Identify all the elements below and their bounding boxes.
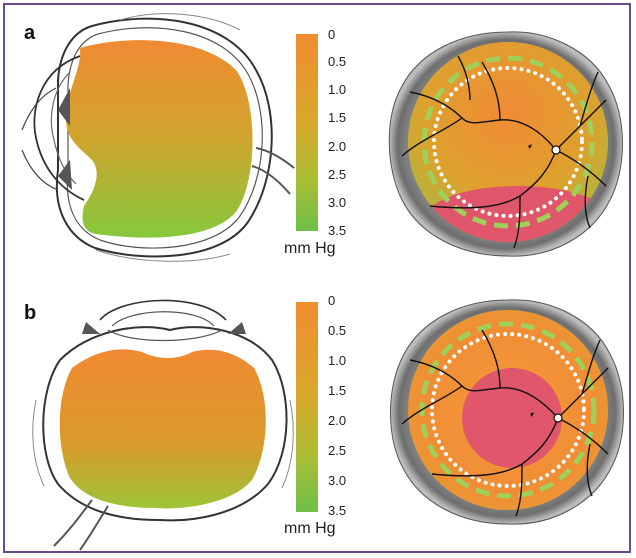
- scale-unit-b: mm Hg: [284, 520, 336, 537]
- panel-label-b: b: [24, 302, 37, 324]
- panel-label-a: a: [24, 22, 36, 44]
- pressure-scale-bar-b: [296, 302, 318, 512]
- scale-tick: 3.0: [328, 195, 347, 210]
- scale-tick: 1.5: [328, 110, 347, 125]
- fundus-view-b: [390, 299, 624, 525]
- scale-tick: 2.0: [328, 139, 347, 154]
- scale-unit-a: mm Hg: [284, 240, 336, 257]
- eye-section-b: [32, 299, 294, 551]
- scale-tick: 2.5: [328, 443, 347, 458]
- central-pressure-zone: [462, 368, 562, 468]
- eye-section-a: [21, 13, 295, 262]
- fundus-view-a: [388, 31, 623, 257]
- scale-tick: 2.5: [328, 167, 347, 182]
- scale-tick: 1.5: [328, 383, 347, 398]
- scale-tick: 3.0: [328, 473, 347, 488]
- scale-tick: 3.5: [328, 223, 347, 238]
- scale-tick: 2.0: [328, 413, 347, 428]
- pressure-scale-bar-a: [296, 34, 318, 231]
- scale-tick: 1.0: [328, 353, 347, 368]
- figure-frame: [3, 3, 631, 553]
- scale-tick: 1.0: [328, 82, 347, 97]
- scale-tick: 3.5: [328, 503, 347, 518]
- scale-tick: 0: [328, 27, 336, 42]
- scale-tick: 0: [328, 293, 336, 308]
- scale-tick: 0.5: [328, 323, 347, 338]
- scale-tick: 0.5: [328, 54, 347, 69]
